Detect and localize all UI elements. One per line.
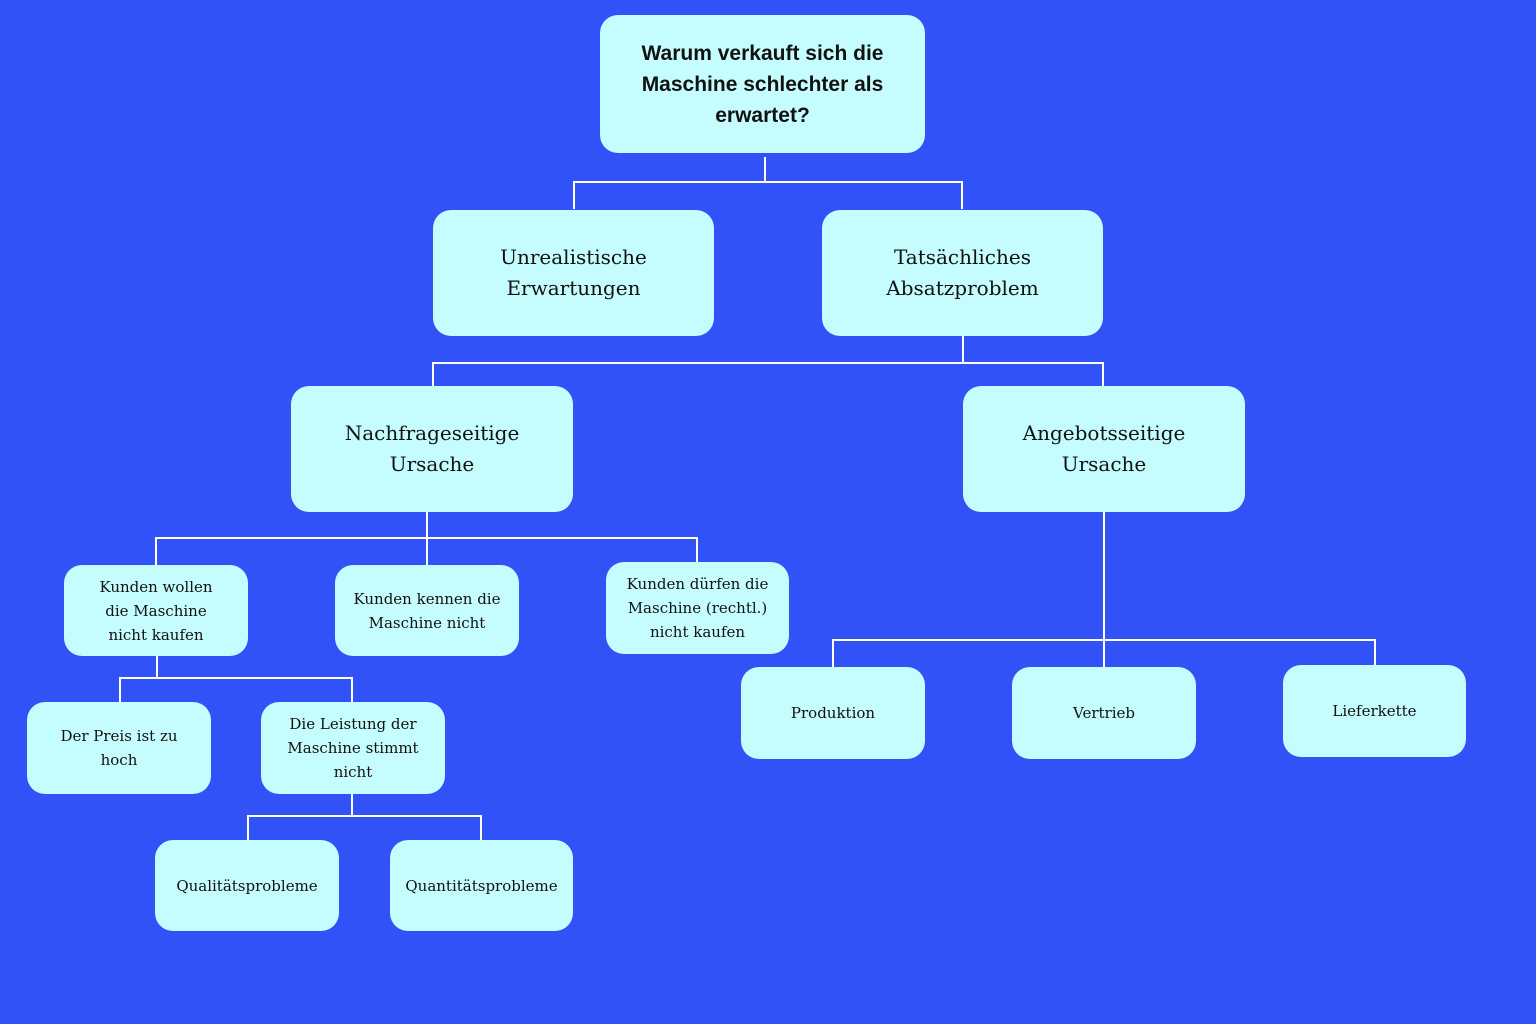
customers-not-allowed-node: Kunden dürfen die Maschine (rechtl.) nic… (606, 562, 789, 654)
supply-side-cause-node: Angebotsseitige Ursache (963, 386, 1245, 512)
quantity-problems-node: Quantitätsprobleme (390, 840, 573, 931)
connector-performance-right (352, 815, 482, 840)
sales-text: Vertrieb (1073, 704, 1135, 722)
customers-not-allowed-text: Kunden dürfen die Maschine (rechtl.) nic… (626, 575, 769, 641)
performance-not-right-text: Die Leistung der Maschine stimmt nicht (287, 715, 419, 781)
price-too-high-text: Der Preis ist zu hoch (60, 727, 178, 769)
customers-dont-know-node: Kunden kennen die Maschine nicht (335, 565, 519, 656)
connector-dont-want-right (157, 677, 353, 702)
quality-problems-node: Qualitätsprobleme (155, 840, 339, 931)
supply-chain-text: Lieferkette (1332, 702, 1417, 720)
customers-dont-want-node: Kunden wollen die Maschine nicht kaufen (64, 565, 248, 656)
root-question-text: Warum verkauft sich die Maschine schlech… (641, 41, 884, 127)
actual-sales-problem-text: Tatsächliches Absatzproblem (886, 245, 1039, 300)
quality-problems-text: Qualitätsprobleme (176, 876, 318, 895)
connector-root-right (765, 181, 963, 209)
supply-side-cause-text: Angebotsseitige Ursache (1022, 421, 1186, 476)
price-too-high-node: Der Preis ist zu hoch (27, 702, 211, 794)
demand-side-cause-node: Nachfrageseitige Ursache (291, 386, 573, 512)
customers-dont-know-text: Kunden kennen die Maschine nicht (353, 589, 501, 632)
connector-performance (247, 794, 353, 840)
connector-root (573, 157, 766, 209)
connector-actual-right (963, 362, 1104, 386)
connector-actual (432, 336, 964, 386)
root-question-node: Warum verkauft sich die Maschine schlech… (600, 15, 925, 153)
quantity-problems-text: Quantitätsprobleme (405, 876, 558, 895)
production-text: Produktion (790, 704, 876, 722)
production-node: Produktion (741, 667, 925, 759)
connector-demand (155, 512, 428, 565)
unrealistic-expectations-node: Unrealistische Erwartungen (433, 210, 714, 336)
supply-chain-node: Lieferkette (1283, 665, 1466, 757)
connector-dont-want (119, 656, 158, 702)
actual-sales-problem-node: Tatsächliches Absatzproblem (822, 210, 1103, 336)
customers-dont-want-text: Kunden wollen die Maschine nicht kaufen (99, 577, 213, 644)
connector-demand-right (427, 537, 698, 562)
unrealistic-expectations-text: Unrealistische Erwartungen (500, 245, 647, 300)
performance-not-right-node: Die Leistung der Maschine stimmt nicht (261, 702, 445, 794)
demand-side-cause-text: Nachfrageseitige Ursache (344, 421, 520, 476)
sales-node: Vertrieb (1012, 667, 1196, 759)
connector-supply-bar (832, 639, 1376, 667)
